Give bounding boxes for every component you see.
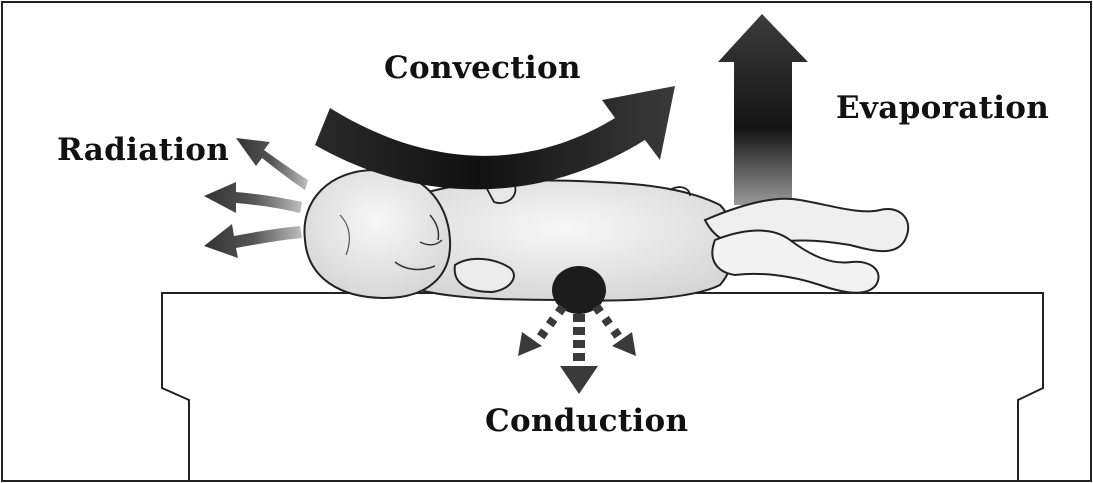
conduction-label: Conduction [485, 403, 689, 439]
evaporation-arrow [718, 14, 808, 205]
evaporation-label: Evaporation [836, 90, 1050, 126]
conduction-arrows [518, 266, 636, 394]
convection-arrow [315, 86, 675, 190]
baby-figure [303, 168, 910, 302]
radiation-arrows [204, 138, 308, 258]
table [161, 292, 1044, 482]
convection-label: Convection [384, 50, 581, 86]
radiation-label: Radiation [57, 132, 230, 168]
